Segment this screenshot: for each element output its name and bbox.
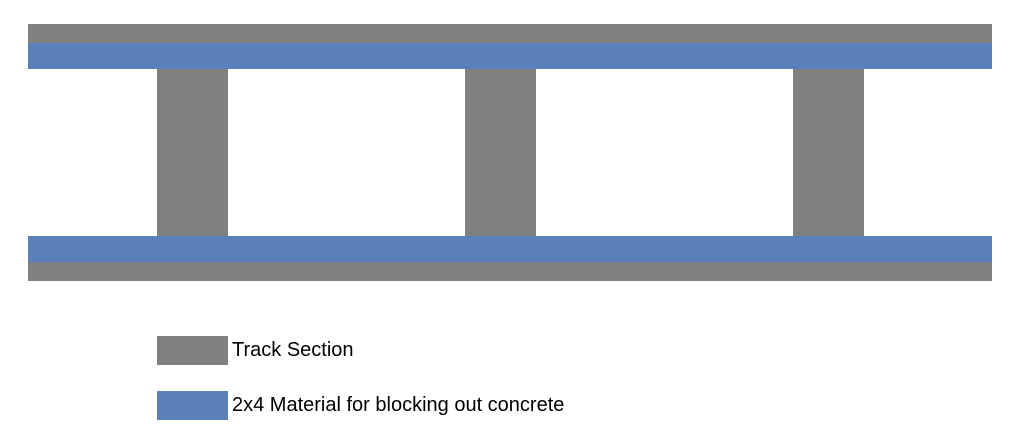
legend-label-track: Track Section xyxy=(232,338,354,361)
bottom-blocking-board xyxy=(28,236,992,262)
bottom-track-rail xyxy=(28,262,992,281)
legend-item-track: Track Section xyxy=(157,335,354,365)
top-track-rail xyxy=(28,24,992,43)
track-cross-section-2 xyxy=(465,69,536,236)
legend-swatch-material xyxy=(157,390,228,420)
legend-label-material: 2x4 Material for blocking out concrete xyxy=(232,393,565,416)
track-cross-section-1 xyxy=(157,69,228,236)
legend-item-material: 2x4 Material for blocking out concrete xyxy=(157,390,564,420)
top-blocking-board xyxy=(28,43,992,69)
legend-swatch-track xyxy=(157,335,228,365)
track-cross-section-3 xyxy=(793,69,864,236)
